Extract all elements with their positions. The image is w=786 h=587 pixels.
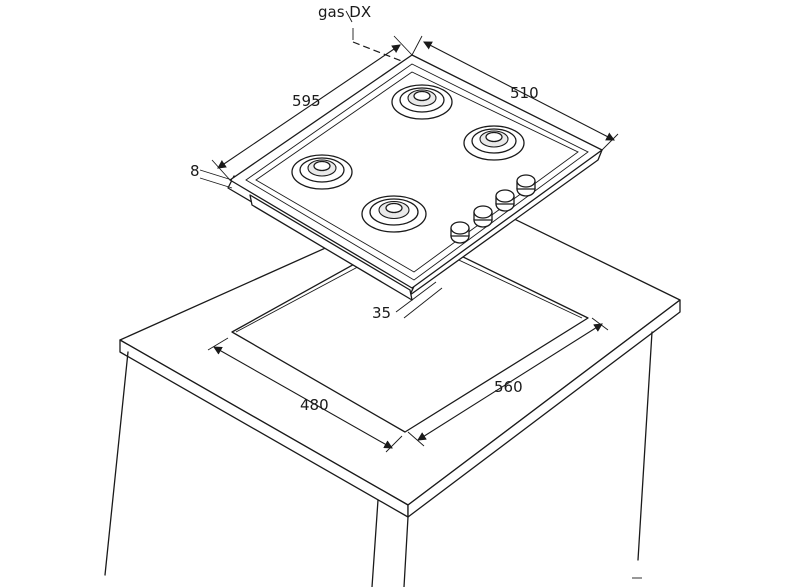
dim-35 bbox=[395, 281, 443, 319]
dimension-labels: gas DX 595 510 8 35 560 480 bbox=[190, 3, 539, 414]
knob-1 bbox=[450, 221, 470, 244]
label-510: 510 bbox=[510, 84, 539, 102]
dim-480 bbox=[207, 337, 403, 453]
control-knobs bbox=[450, 174, 536, 244]
label-595: 595 bbox=[292, 92, 321, 110]
knob-2 bbox=[473, 205, 493, 228]
dim-8 bbox=[199, 169, 233, 189]
cabinet-front-right-edge bbox=[403, 516, 409, 587]
dim-560 bbox=[407, 317, 609, 447]
burner-rear bbox=[391, 84, 453, 120]
dim-510 bbox=[411, 35, 619, 151]
burner-right bbox=[463, 125, 525, 161]
cabinet-front-left-edge bbox=[371, 499, 379, 587]
dim-595 bbox=[211, 35, 413, 181]
cabinet-left-front bbox=[104, 351, 129, 576]
label-480: 480 bbox=[300, 396, 329, 414]
dimensions bbox=[199, 10, 619, 453]
label-560: 560 bbox=[494, 378, 523, 396]
label-8: 8 bbox=[190, 162, 200, 180]
knob-3 bbox=[495, 189, 515, 212]
burner-left bbox=[291, 154, 353, 190]
label-35: 35 bbox=[372, 304, 391, 322]
label-gas-connection: gas DX bbox=[318, 3, 371, 21]
knob-4 bbox=[516, 174, 536, 197]
cabinet-right-side bbox=[637, 331, 653, 561]
burner-front bbox=[361, 195, 427, 233]
